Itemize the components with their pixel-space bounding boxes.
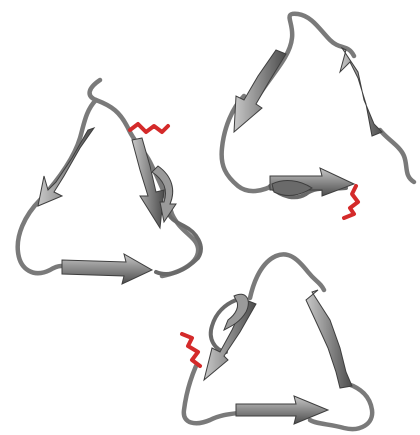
- beta-strand-arrow: [38, 128, 94, 206]
- beta-strand-arrow: [340, 48, 382, 136]
- protein-structure-1: [18, 80, 201, 284]
- protein-structure-3: [182, 254, 372, 429]
- beta-strand-arrow: [306, 290, 352, 388]
- red-sidechain-stick: [344, 186, 358, 218]
- red-sidechain-stick: [130, 124, 168, 132]
- red-sidechain-stick: [182, 334, 200, 366]
- beta-strand-arrow: [62, 254, 152, 284]
- loop-coil: [380, 130, 414, 182]
- beta-strand-arrow: [234, 50, 286, 132]
- protein-structure-2: [222, 14, 414, 218]
